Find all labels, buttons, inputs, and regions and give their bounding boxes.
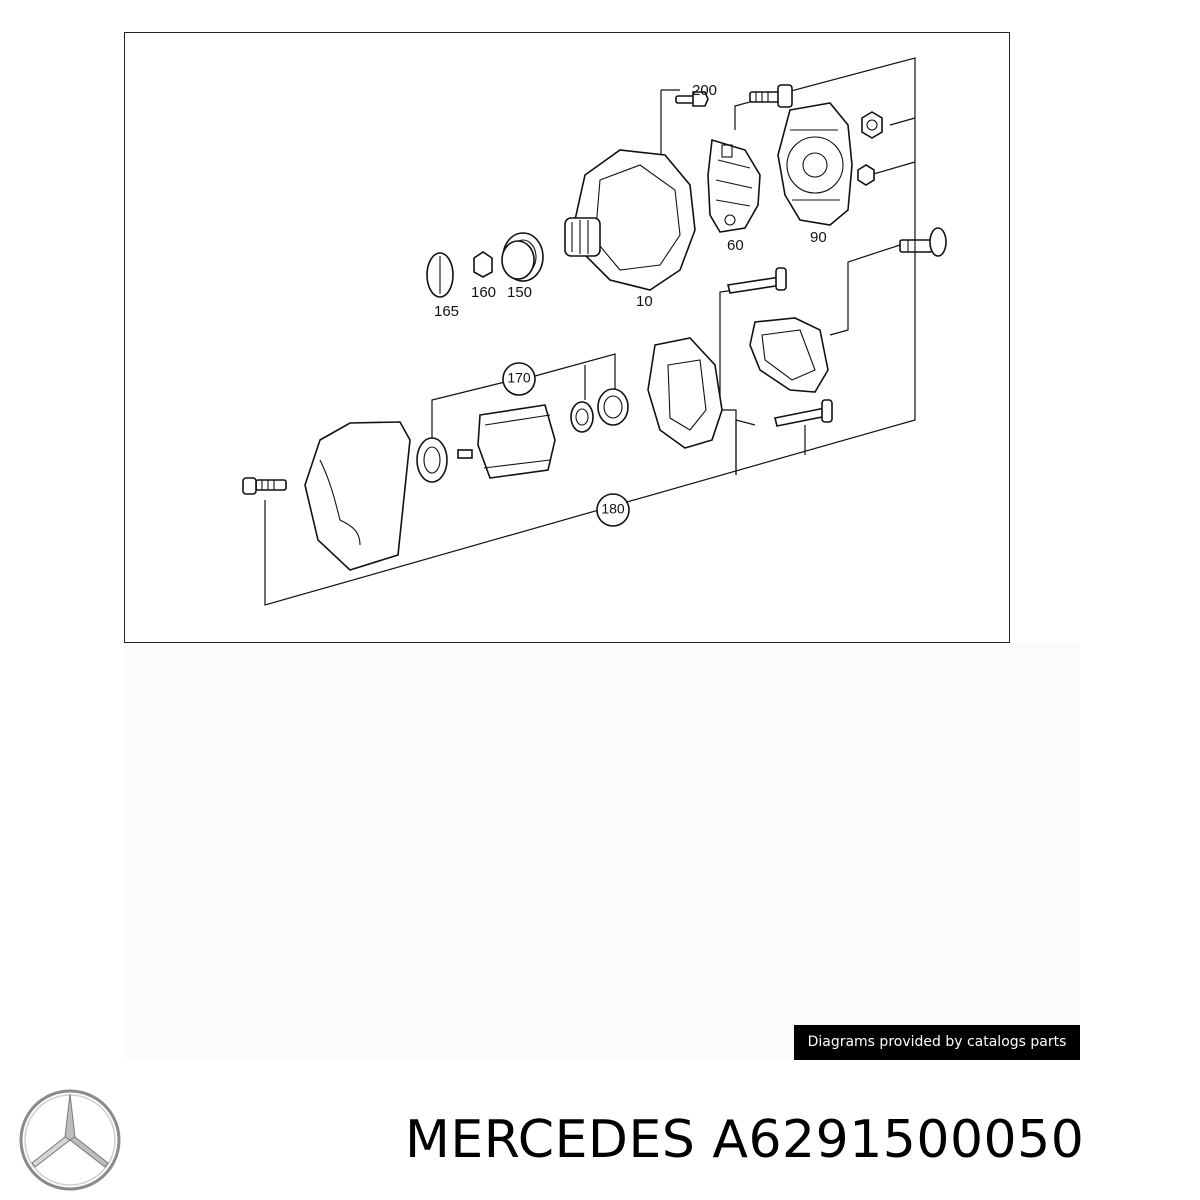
- part-number: A6291500050: [712, 1110, 1085, 1170]
- callout-90: 90: [810, 229, 827, 246]
- watermark-badge: Diagrams provided by catalogs parts: [794, 1025, 1080, 1060]
- callout-160: 160: [471, 284, 496, 301]
- nut-flange[interactable]: [861, 111, 883, 139]
- rear-cover-90[interactable]: [777, 102, 853, 226]
- callout-60: 60: [727, 237, 744, 254]
- pulley-nut-160[interactable]: [473, 251, 493, 278]
- bearing-left[interactable]: [416, 437, 448, 483]
- part-title: MERCEDES A6291500050: [405, 1110, 1084, 1170]
- cap-165[interactable]: [426, 252, 454, 298]
- diagram-background: [124, 643, 1080, 1058]
- pulley-150[interactable]: [501, 232, 544, 282]
- drive-end-bracket[interactable]: [647, 337, 723, 449]
- bearing-ring-170a[interactable]: [597, 388, 629, 426]
- rectifier-bridge[interactable]: [749, 317, 829, 393]
- bolt-200[interactable]: [675, 91, 709, 107]
- exploded-diagram-panel: [124, 32, 1010, 643]
- bolt-right[interactable]: [899, 227, 947, 257]
- through-bolt-upper[interactable]: [727, 267, 787, 294]
- callout-170: 170: [507, 370, 531, 386]
- rear-shroud[interactable]: [304, 421, 411, 571]
- bolt-left[interactable]: [242, 477, 287, 495]
- rotor[interactable]: [457, 404, 556, 479]
- through-bolt-lower[interactable]: [774, 399, 833, 427]
- callout-165: 165: [434, 303, 459, 320]
- bolt-top[interactable]: [749, 84, 793, 108]
- mercedes-star-icon: [19, 1089, 121, 1191]
- bearing-ring-170b[interactable]: [570, 401, 594, 433]
- brand-name: MERCEDES: [405, 1110, 696, 1170]
- callout-180: 180: [601, 501, 625, 517]
- callout-10: 10: [636, 293, 653, 310]
- callout-170-circle: [502, 362, 536, 396]
- regulator-60[interactable]: [707, 138, 761, 233]
- nut-small[interactable]: [857, 164, 875, 186]
- callout-150: 150: [507, 284, 532, 301]
- callout-180-circle: [596, 493, 630, 527]
- callout-200: 200: [692, 82, 717, 99]
- alternator-housing-10[interactable]: [564, 149, 696, 291]
